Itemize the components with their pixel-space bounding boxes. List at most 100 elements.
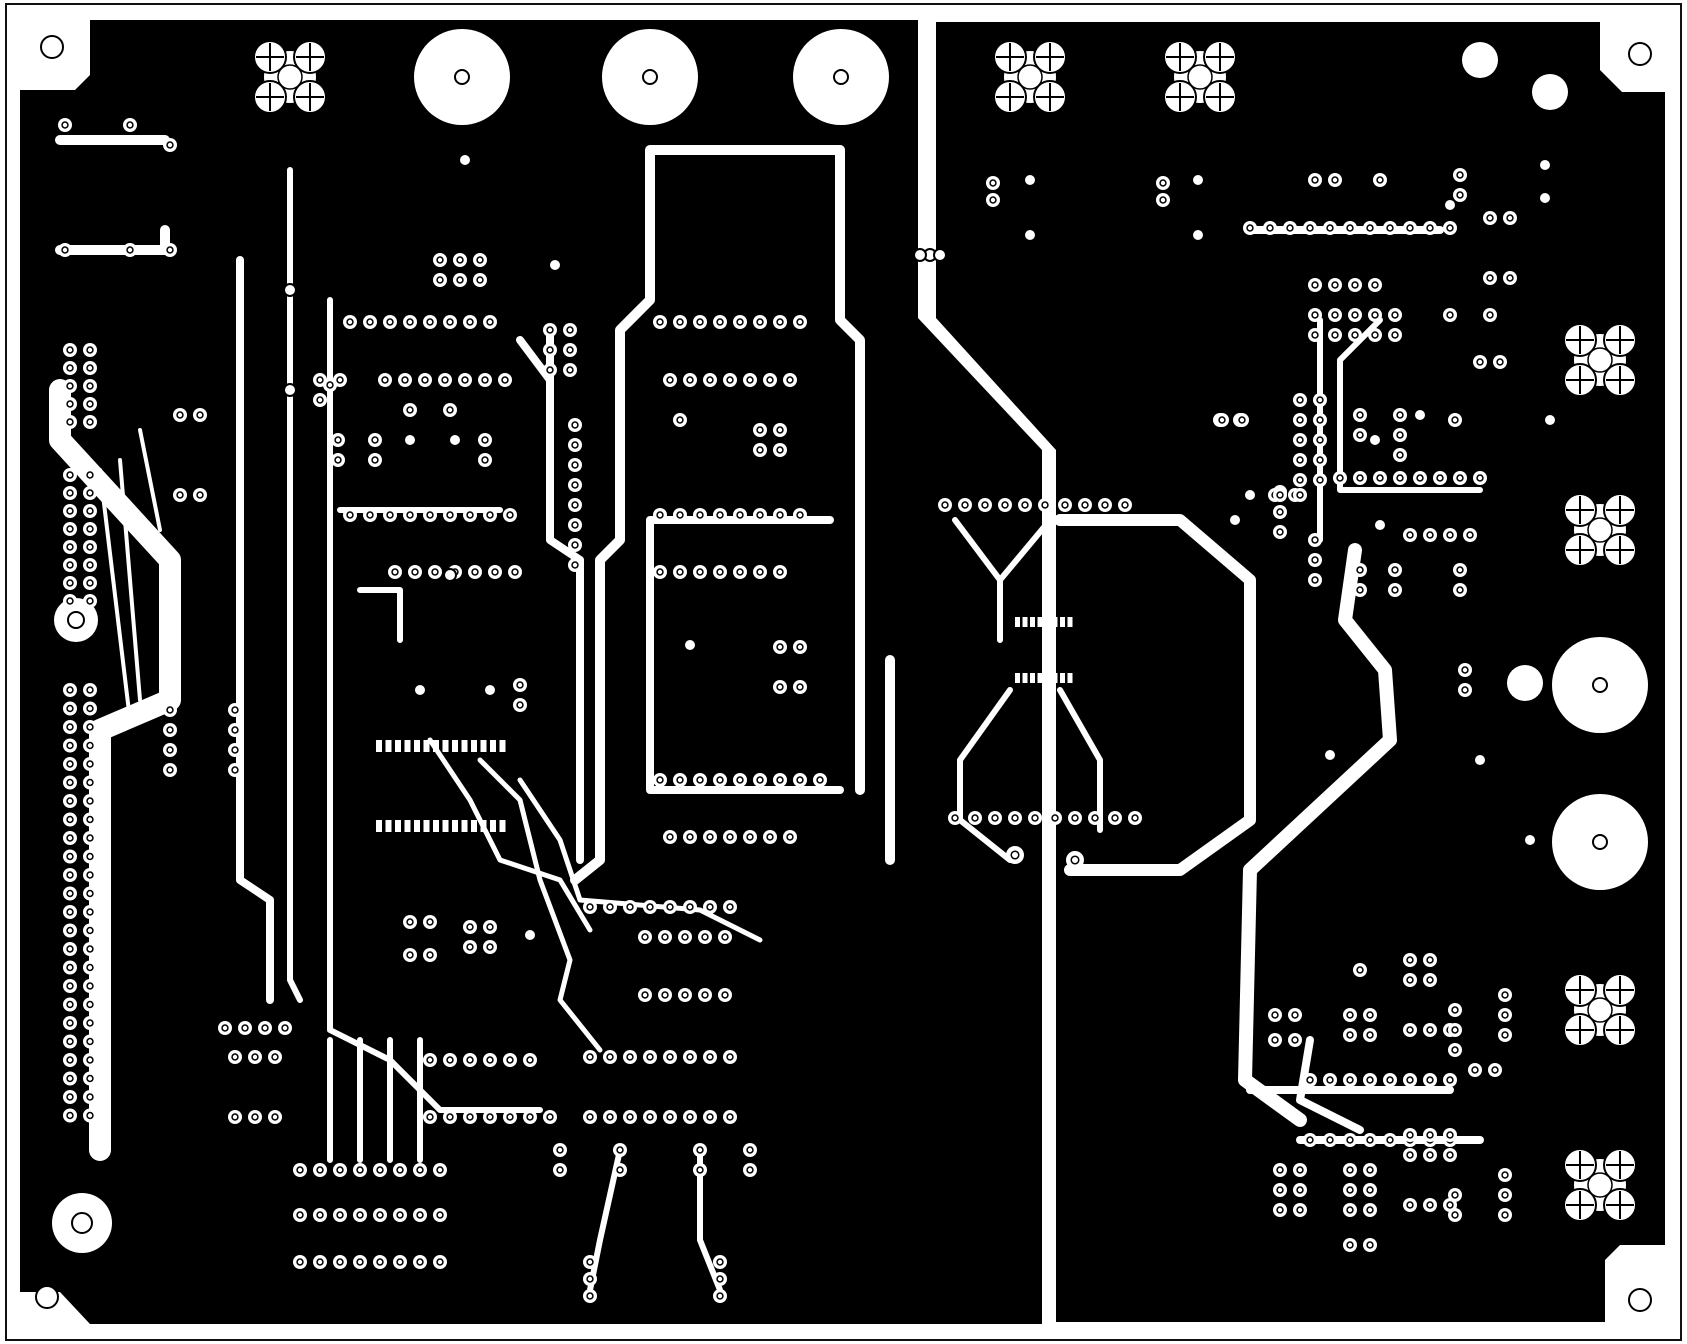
drill-hole xyxy=(641,933,649,941)
drill-hole xyxy=(776,318,784,326)
drill-hole xyxy=(776,568,784,576)
drill-hole xyxy=(1451,1211,1459,1219)
drill-hole xyxy=(1396,411,1404,419)
drill-hole xyxy=(416,1211,424,1219)
drill-hole xyxy=(231,746,239,754)
drill-hole xyxy=(1306,224,1314,232)
drill-hole xyxy=(1306,1076,1314,1084)
drill-hole xyxy=(1346,1076,1354,1084)
drill-hole xyxy=(1331,281,1339,289)
drill-hole xyxy=(989,196,997,204)
drill-hole xyxy=(336,1166,344,1174)
drill-hole xyxy=(1311,331,1319,339)
drill-hole xyxy=(586,1053,594,1061)
drill-hole xyxy=(196,411,204,419)
drill-hole xyxy=(86,1000,94,1009)
drill-hole xyxy=(746,1146,754,1154)
smd-pad xyxy=(1022,673,1028,683)
drill-hole xyxy=(1331,331,1339,339)
drill-hole xyxy=(566,366,574,374)
drill-hole xyxy=(1466,531,1474,539)
drill-hole xyxy=(1296,491,1304,499)
via-icon xyxy=(548,258,562,272)
drill-hole xyxy=(1266,224,1274,232)
drill-hole xyxy=(86,364,94,372)
drill-hole xyxy=(571,461,579,469)
drill-hole xyxy=(1501,1011,1509,1019)
drill-hole xyxy=(86,926,94,935)
drill-hole xyxy=(336,1211,344,1219)
drill-hole xyxy=(66,723,74,731)
drill-hole xyxy=(726,1053,734,1061)
drill-hole xyxy=(406,951,414,959)
drill-hole xyxy=(776,683,784,691)
drill-hole xyxy=(481,376,489,384)
drill-hole xyxy=(66,382,74,390)
drill-hole xyxy=(466,318,474,326)
smd-pad xyxy=(1030,617,1035,627)
via-icon xyxy=(683,638,697,652)
drill-hole xyxy=(746,833,754,841)
drill-hole xyxy=(1296,456,1304,464)
drill-hole xyxy=(1311,311,1319,319)
drill-hole xyxy=(66,852,74,861)
drill-hole xyxy=(1406,956,1414,964)
drill-hole xyxy=(1391,311,1399,319)
drill-hole xyxy=(1446,224,1454,232)
drill-hole xyxy=(396,1166,404,1174)
drill-hole xyxy=(696,568,704,576)
drill-hole xyxy=(546,1113,554,1121)
via-icon xyxy=(413,683,427,697)
drill-hole xyxy=(971,814,979,822)
drill-hole xyxy=(1356,966,1364,974)
drill-hole xyxy=(1286,224,1294,232)
drill-hole xyxy=(1446,1131,1454,1139)
via-icon xyxy=(1413,408,1427,422)
drill-hole xyxy=(1501,1211,1509,1219)
drill-hole xyxy=(1296,396,1304,404)
smd-pad xyxy=(1060,673,1065,683)
drill-hole xyxy=(1476,474,1484,482)
drill-hole xyxy=(1376,176,1384,184)
drill-hole xyxy=(1461,686,1469,694)
drill-hole xyxy=(1276,1186,1284,1194)
drill-hole xyxy=(1351,311,1359,319)
drill-hole xyxy=(656,568,664,576)
drill-hole xyxy=(446,406,454,414)
drill-hole xyxy=(61,246,69,254)
drill-hole xyxy=(1351,281,1359,289)
drill-hole xyxy=(1041,501,1049,509)
drill-hole xyxy=(66,945,74,953)
via-icon xyxy=(913,248,927,262)
smd-pad xyxy=(395,820,401,832)
drill-hole xyxy=(366,318,374,326)
drill-hole xyxy=(86,1056,94,1064)
drill-hole xyxy=(86,852,94,861)
smd-pad xyxy=(461,740,468,752)
drill-hole xyxy=(626,1113,634,1121)
thermal-pad-icon xyxy=(993,40,1067,114)
smd-pad xyxy=(490,740,496,752)
drill-hole xyxy=(196,491,204,499)
drill-hole xyxy=(666,903,674,911)
drill-hole xyxy=(316,1258,324,1266)
drill-hole xyxy=(776,446,784,454)
drill-hole xyxy=(336,1258,344,1266)
smd-pad xyxy=(376,820,382,832)
smd-pad xyxy=(1022,617,1028,627)
drill-hole xyxy=(1446,1151,1454,1159)
drill-hole xyxy=(1291,1011,1299,1019)
drill-hole xyxy=(1501,991,1509,999)
drill-hole xyxy=(1271,1036,1279,1044)
drill-hole xyxy=(86,1074,94,1083)
drill-hole xyxy=(1486,274,1494,282)
drill-hole xyxy=(1296,1206,1304,1214)
drill-hole xyxy=(326,381,334,389)
drill-hole xyxy=(481,436,489,444)
drill-hole xyxy=(421,376,429,384)
drill-hole xyxy=(66,561,74,569)
drill-hole xyxy=(1326,1136,1334,1144)
drill-hole xyxy=(86,489,94,497)
drill-hole xyxy=(386,318,394,326)
drill-hole xyxy=(296,1258,304,1266)
